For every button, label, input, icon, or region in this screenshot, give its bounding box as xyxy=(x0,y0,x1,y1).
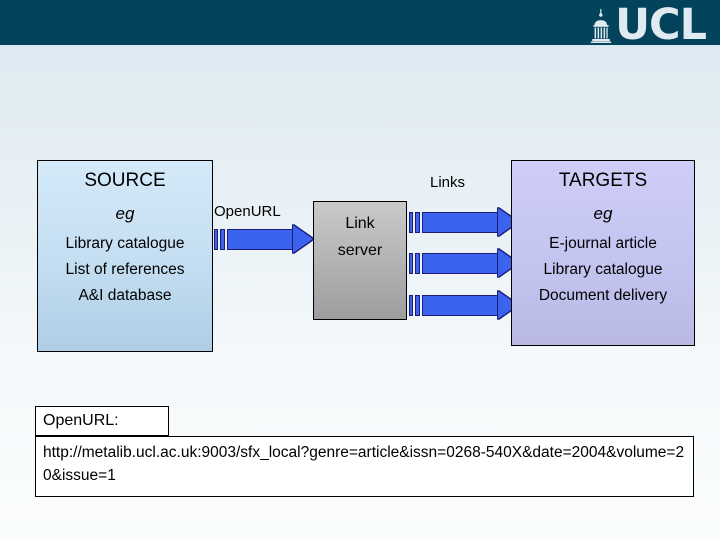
arrow-tail-tick xyxy=(214,228,218,250)
arrow-tail-tick xyxy=(409,252,413,274)
targets-eg-label: eg xyxy=(593,204,613,223)
arrow-tail-tick xyxy=(415,294,420,316)
targets-title: TARGETS xyxy=(558,170,648,191)
source-title: SOURCE xyxy=(84,170,166,191)
source-item-ai-database: A&I database xyxy=(78,287,172,304)
ucl-logo: UCL xyxy=(590,0,707,50)
links-arrows-label: Links xyxy=(430,174,466,191)
source-box: SOURCE eg Library catalogue List of refe… xyxy=(37,160,213,352)
ucl-dome-icon xyxy=(590,9,612,43)
arrow-link-server-to-target-1 xyxy=(409,208,518,236)
arrow-body xyxy=(227,225,313,253)
arrow-tail-tick xyxy=(409,211,413,233)
link-server-box: Link server xyxy=(313,201,407,320)
openurl-caption-text: OpenURL: xyxy=(43,412,119,429)
source-eg-label: eg xyxy=(115,204,135,223)
targets-box: TARGETS eg E-journal article Library cat… xyxy=(511,160,695,346)
arrow-tail-tick xyxy=(409,294,413,316)
source-item-library-catalogue: Library catalogue xyxy=(65,235,185,252)
openurl-value-text: http://metalib.ucl.ac.uk:9003/sfx_local?… xyxy=(43,444,685,484)
openurl-value-box: http://metalib.ucl.ac.uk:9003/sfx_local?… xyxy=(35,436,694,497)
openurl-caption-box: OpenURL: xyxy=(35,406,169,436)
arrow-tail-tick xyxy=(220,228,225,250)
arrow-body xyxy=(422,208,518,236)
ucl-wordmark: UCL xyxy=(615,0,707,50)
arrow-body xyxy=(422,291,518,319)
arrow-tail-tick xyxy=(415,211,420,233)
arrow-body xyxy=(422,249,518,277)
targets-item-document-delivery: Document delivery xyxy=(538,287,668,304)
targets-item-library-catalogue: Library catalogue xyxy=(543,261,663,278)
header-bar: UCL xyxy=(0,0,720,50)
arrow-link-server-to-target-2 xyxy=(409,249,518,277)
arrow-source-to-link-server xyxy=(214,225,313,253)
openurl-arrow-label: OpenURL xyxy=(214,203,281,220)
arrow-link-server-to-target-3 xyxy=(409,291,518,319)
source-item-list-of-references: List of references xyxy=(65,261,185,278)
arrow-tail-tick xyxy=(415,252,420,274)
targets-item-e-journal-article: E-journal article xyxy=(549,235,657,252)
link-server-line-1: Link xyxy=(345,215,375,232)
link-server-line-2: server xyxy=(337,242,383,259)
